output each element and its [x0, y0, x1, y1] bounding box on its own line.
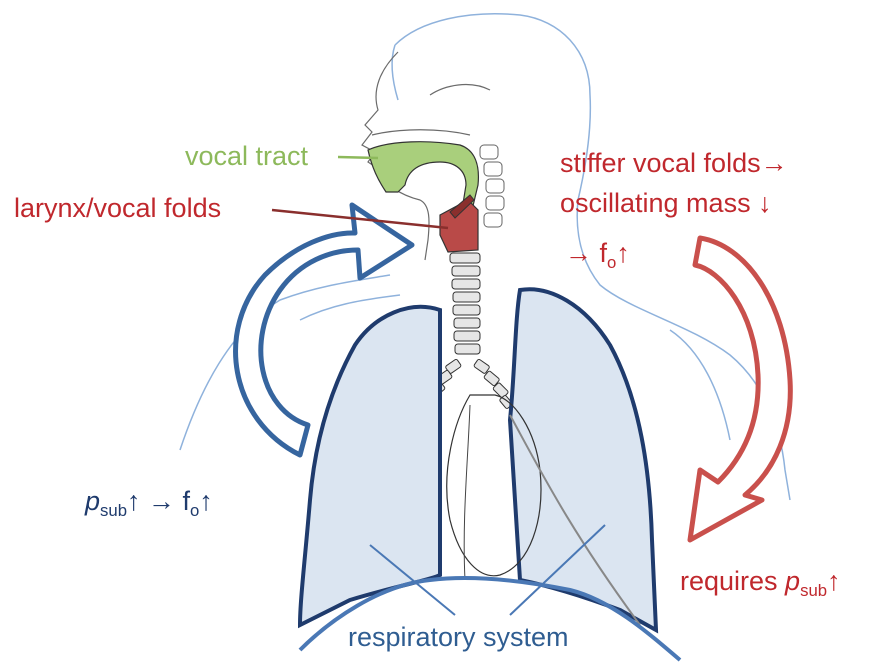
- requires-psub-label: requires psub↑: [680, 568, 841, 600]
- respiratory-system-label: respiratory system: [348, 624, 569, 651]
- psub-fo-label: psub↑ → fo↑: [85, 488, 213, 520]
- spine: [480, 145, 504, 227]
- stiffer-line-3: → fo↑: [565, 240, 630, 272]
- stiffer-line-1: stiffer vocal folds→: [560, 150, 788, 177]
- vocal-tract-leader: [338, 157, 378, 158]
- stiffer-line-2: oscillating mass ↓: [560, 190, 772, 217]
- right-lung: [510, 289, 656, 630]
- vocal-tract-label: vocal tract: [185, 143, 308, 170]
- trachea: [450, 253, 480, 354]
- larynx-label: larynx/vocal folds: [14, 195, 221, 222]
- vocal-tract-shape: [368, 142, 478, 210]
- left-lung: [300, 307, 440, 625]
- red-curved-arrow: [690, 238, 790, 540]
